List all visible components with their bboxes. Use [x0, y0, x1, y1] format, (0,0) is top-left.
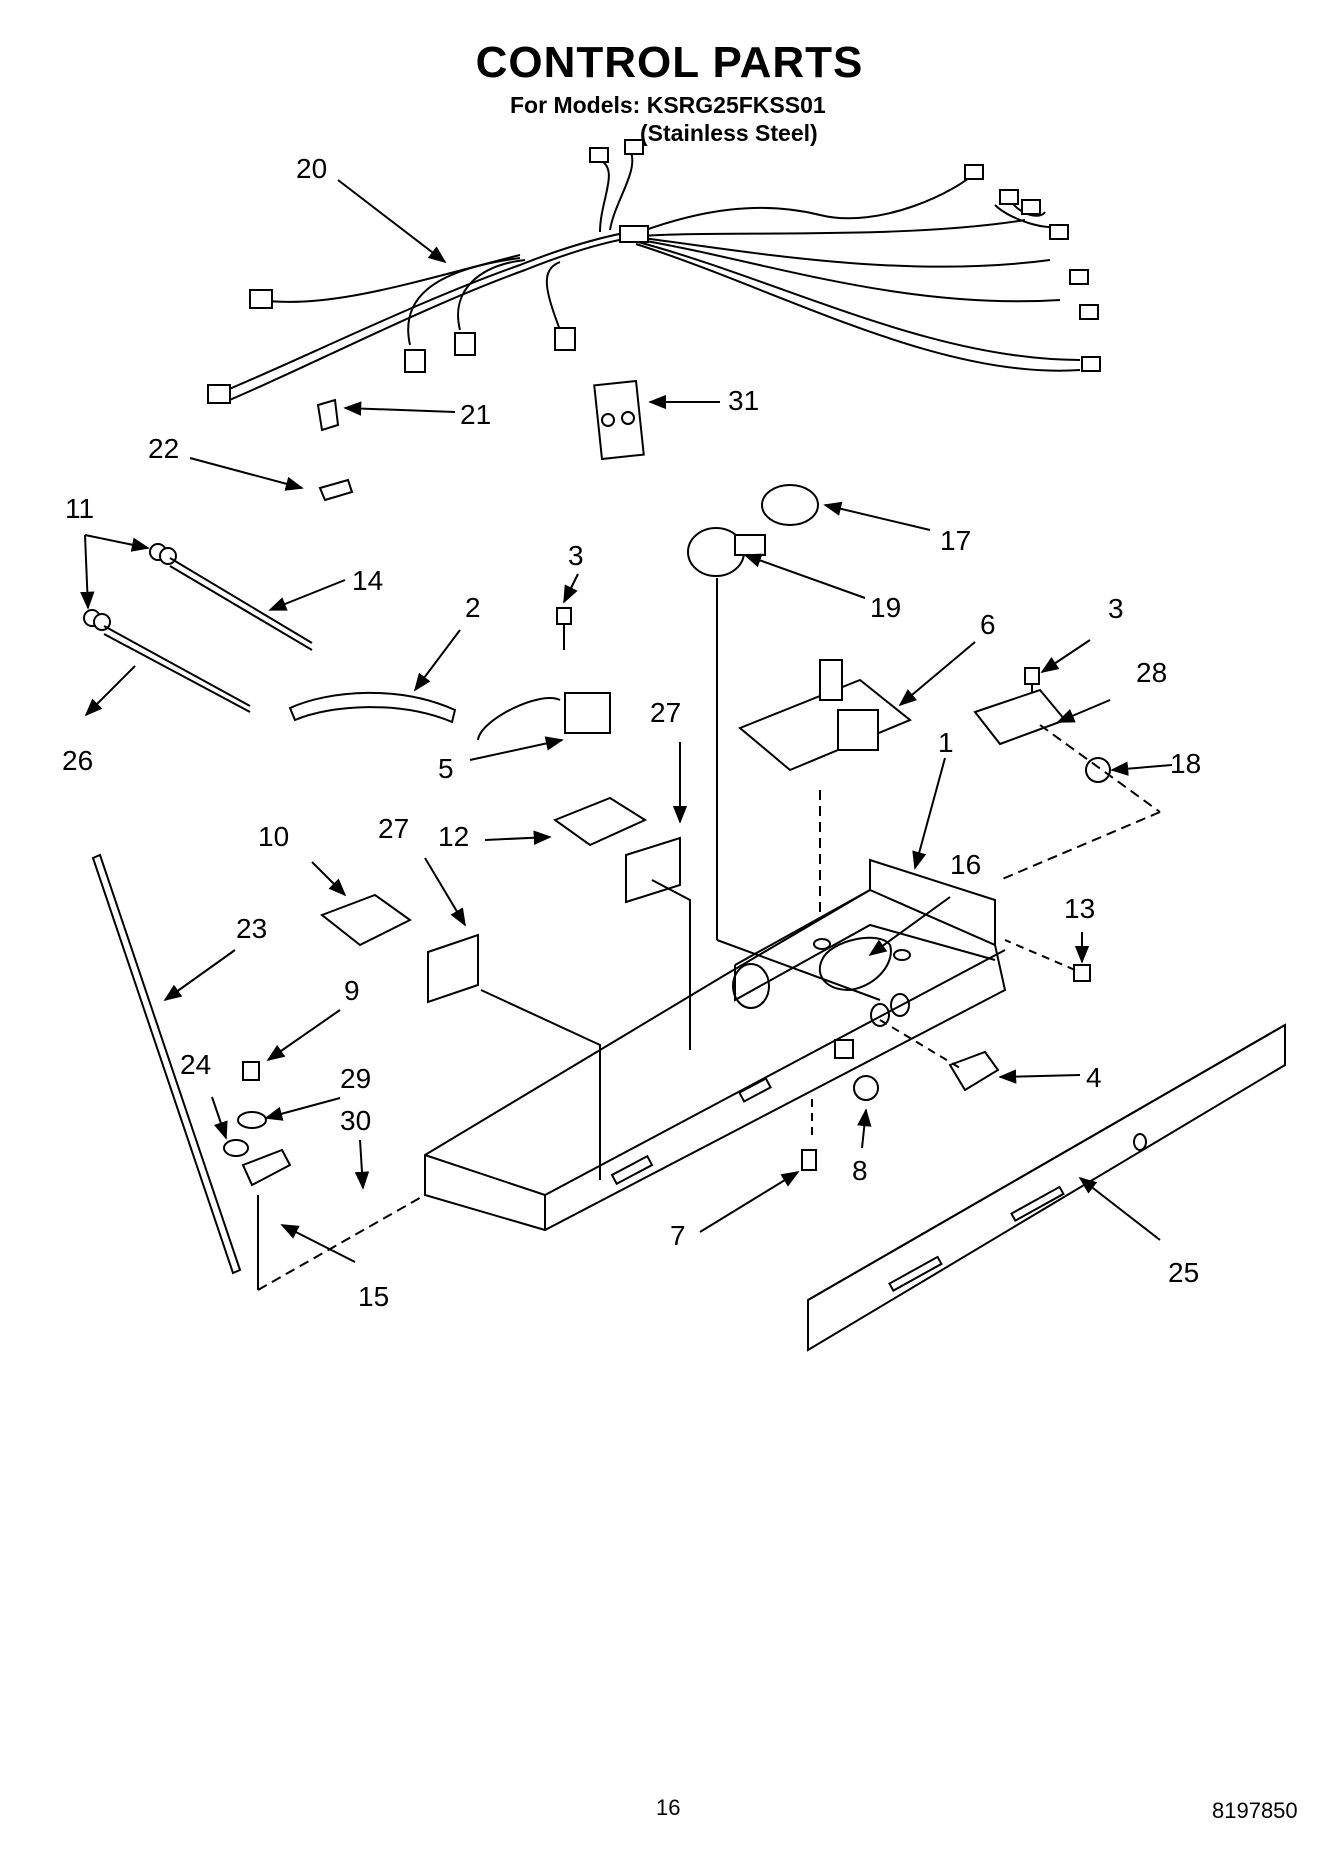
leader-lines [257, 578, 1161, 1291]
callout-label: 13 [1064, 893, 1095, 924]
document-number: 8197850 [1212, 1798, 1298, 1823]
callout-label: 10 [258, 821, 289, 852]
callout-label: 3 [1108, 593, 1124, 624]
callout-labels: 20 21 31 22 11 14 3 17 19 2 26 5 6 3 28 … [62, 153, 1201, 1312]
callout-label: 3 [568, 540, 584, 571]
callout-label: 21 [460, 399, 491, 430]
wire-harness-drawing [207, 139, 1101, 404]
callout-label: 7 [670, 1220, 686, 1251]
callout-label: 6 [980, 609, 996, 640]
callout-label: 8 [852, 1155, 868, 1186]
small-parts-drawing [83, 379, 1111, 1275]
models-line: For Models: KSRG25FKSS01 [510, 92, 826, 118]
control-housing-drawing [424, 858, 1007, 1232]
page-title: CONTROL PARTS [475, 38, 864, 87]
callout-label: 27 [378, 813, 409, 844]
callout-label: 20 [296, 153, 327, 184]
callout-label: 31 [728, 385, 759, 416]
callout-label: 19 [870, 592, 901, 623]
callout-label: 26 [62, 745, 93, 776]
callout-label: 27 [650, 697, 681, 728]
callout-label: 2 [465, 592, 481, 623]
front-trim-drawing [807, 1023, 1286, 1352]
callout-label: 29 [340, 1063, 371, 1094]
callout-label: 12 [438, 821, 469, 852]
callout-label: 22 [148, 433, 179, 464]
variant-line: (Stainless Steel) [640, 120, 818, 146]
callout-label: 30 [340, 1105, 371, 1136]
callout-label: 9 [344, 975, 360, 1006]
callout-label: 18 [1170, 748, 1201, 779]
callout-arrows [80, 179, 1173, 1263]
callout-label: 11 [65, 493, 94, 524]
callout-label: 16 [950, 849, 981, 880]
callout-label: 28 [1136, 657, 1167, 688]
callout-label: 25 [1168, 1257, 1199, 1288]
callout-label: 15 [358, 1281, 389, 1312]
callout-label: 5 [438, 753, 454, 784]
page-number: 16 [656, 1795, 681, 1820]
callout-label: 23 [236, 913, 267, 944]
callout-label: 4 [1086, 1062, 1102, 1093]
callout-label: 24 [180, 1049, 211, 1080]
callout-label: 14 [352, 565, 383, 596]
callout-label: 17 [940, 525, 971, 556]
callout-label: 1 [938, 727, 954, 758]
